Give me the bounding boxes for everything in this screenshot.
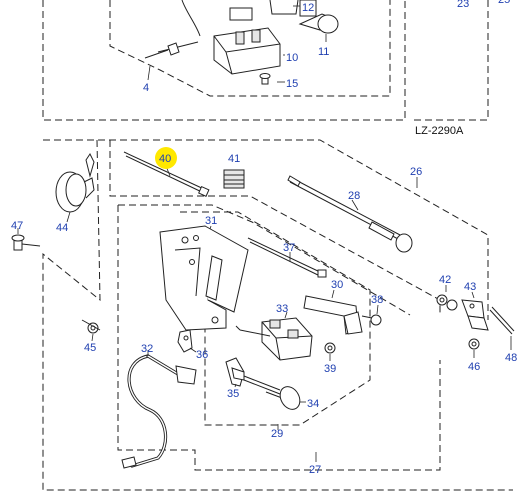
callout-10: 10 [286, 52, 298, 64]
callout-12: 12 [302, 2, 314, 14]
cable-part-32 [121, 350, 197, 469]
switch-unit-part-33 [235, 311, 313, 361]
callout-30: 30 [331, 279, 343, 291]
callout-40-highlight [155, 147, 177, 169]
callout-29: 29 [271, 428, 283, 440]
bracket-part-36 [177, 329, 197, 353]
callout-25: 25 [498, 0, 510, 6]
callout-35: 35 [227, 388, 239, 400]
bracket-part-43 [461, 291, 489, 331]
cable-tie-part-40 [123, 151, 210, 197]
callout-27: 27 [309, 464, 321, 476]
callout-45: 45 [84, 342, 96, 354]
callout-41: 41 [228, 153, 240, 165]
callout-26: 26 [410, 166, 422, 178]
upper-assembly [42, 0, 489, 121]
knob-part-34 [265, 386, 306, 410]
lever-part-35 [225, 357, 281, 395]
callout-28: 28 [348, 190, 360, 202]
callout-47: 47 [11, 220, 23, 232]
screw-part-38 [361, 304, 382, 326]
washer-part-45 [81, 319, 101, 342]
model-label: LZ-2290A [415, 125, 464, 137]
callout-32: 32 [141, 343, 153, 355]
pin-part-48 [489, 306, 515, 350]
callout-38: 38 [371, 294, 383, 306]
callout-46: 46 [468, 361, 480, 373]
callout-43: 43 [464, 281, 476, 293]
block-part-41 [223, 169, 245, 189]
callout-4: 4 [143, 82, 149, 94]
callout-34: 34 [307, 398, 319, 410]
callout-labels: 25 23 12 11 10 15 4 LZ-2290A 40 41 26 28… [11, 0, 517, 476]
callout-36: 36 [196, 349, 208, 361]
washer-part-42 [436, 285, 458, 311]
callout-23: 23 [457, 0, 469, 10]
callout-44: 44 [56, 222, 68, 234]
screw-part-46 [468, 338, 480, 358]
cable-tie-part-37 [247, 237, 327, 278]
bracket-part-31 [159, 225, 249, 331]
callout-40: 40 [159, 153, 171, 165]
callout-15: 15 [286, 78, 298, 90]
switch-knob-part-44 [55, 153, 95, 223]
screw-part-39 [324, 342, 336, 361]
callout-31: 31 [205, 215, 217, 227]
callout-39: 39 [324, 363, 336, 375]
rod-part-28 [287, 175, 413, 253]
callout-33: 33 [276, 303, 288, 315]
callout-11: 11 [318, 46, 329, 58]
screw-part-47 [11, 228, 41, 251]
callout-37: 37 [283, 242, 295, 254]
callout-48: 48 [505, 352, 517, 364]
lower-assembly-outlines [42, 139, 513, 491]
bracket-part-30 [303, 289, 363, 335]
callout-42: 42 [439, 274, 451, 286]
